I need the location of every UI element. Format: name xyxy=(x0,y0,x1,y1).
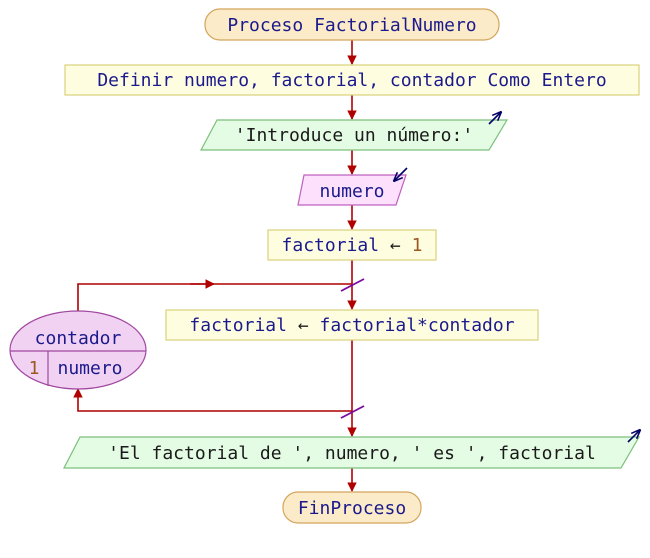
prompt-label: 'Introduce un número:' xyxy=(235,125,473,146)
start-shape xyxy=(204,8,500,41)
assign-init-label: factorial ← 1 xyxy=(282,235,423,256)
read-shape xyxy=(297,174,407,206)
define-label: Definir numero, factorial, contador Como… xyxy=(97,70,606,91)
end-node: FinProceso xyxy=(282,491,422,524)
loop-tick-top xyxy=(340,278,365,292)
loop-var-label: contador xyxy=(35,328,122,349)
output-arrow-icon-2 xyxy=(627,430,640,443)
assign-body-label: factorial ← factorial*contador xyxy=(189,315,514,336)
assign-body-space1 xyxy=(287,315,298,336)
output-arrow-icon xyxy=(488,112,501,125)
assign-init-arrow-glyph: ← xyxy=(390,235,401,256)
assign-body-shape xyxy=(165,309,539,341)
read-input-node: numero xyxy=(297,167,408,206)
assign-init-var: factorial xyxy=(282,235,380,256)
loop-node: contador 1 numero xyxy=(9,310,147,390)
loop-return-path xyxy=(73,388,352,412)
assign-body-node: factorial ← factorial*contador xyxy=(165,309,539,341)
end-label: FinProceso xyxy=(298,498,406,519)
prompt-output-node: 'Introduce un número:' xyxy=(200,112,509,151)
start-node: Proceso FactorialNumero xyxy=(204,8,500,41)
assign-init-space xyxy=(401,235,412,256)
loop-entry-path xyxy=(77,283,352,311)
read-label: numero xyxy=(319,181,384,202)
loop-tick-bottom xyxy=(340,405,365,419)
prompt-shape xyxy=(200,119,509,151)
define-shape xyxy=(64,64,640,96)
end-shape xyxy=(282,491,422,524)
define-node: Definir numero, factorial, contador Como… xyxy=(64,64,640,96)
final-output-node: 'El factorial de ', numero, ' es ', fact… xyxy=(63,430,641,469)
final-output-shape xyxy=(63,436,641,469)
loop-to-label: numero xyxy=(57,358,122,379)
loop-shape xyxy=(9,310,147,390)
assign-init-value: 1 xyxy=(412,235,423,256)
loop-from-label: 1 xyxy=(29,358,40,379)
assign-init-shape xyxy=(267,229,437,261)
connectors xyxy=(73,40,357,492)
assign-body-var: factorial xyxy=(189,315,287,336)
assign-body-arrow-glyph: ← xyxy=(298,315,309,336)
assign-init-node: factorial ← 1 xyxy=(267,229,437,261)
start-label: Proceso FactorialNumero xyxy=(227,15,476,36)
assign-body-space2 xyxy=(309,315,320,336)
assign-body-expr: factorial*contador xyxy=(320,315,515,336)
final-output-label: 'El factorial de ', numero, ' es ', fact… xyxy=(108,443,596,464)
input-arrow-icon xyxy=(394,167,408,181)
